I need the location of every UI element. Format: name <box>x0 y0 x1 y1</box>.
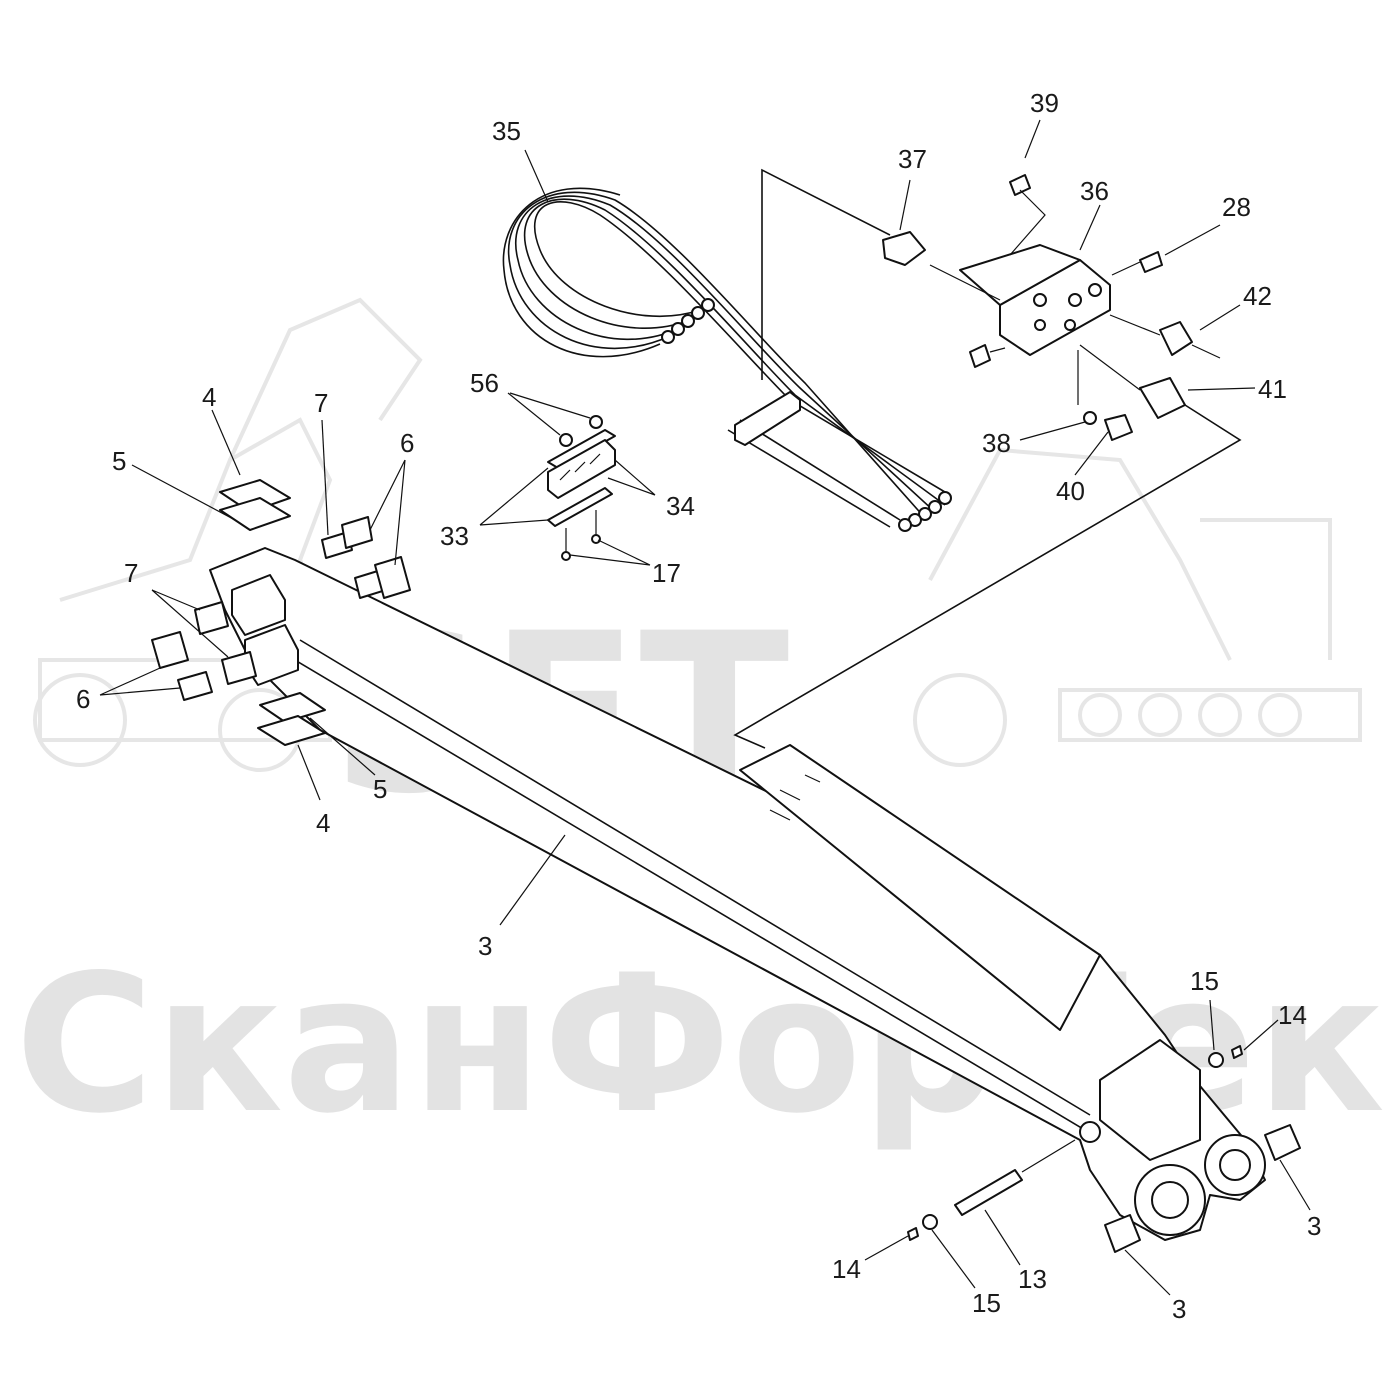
callout-5-top: 5 <box>112 446 126 476</box>
leader-lines <box>99 119 1311 1296</box>
callout-35: 35 <box>492 116 521 146</box>
hose-bundle <box>502 187 952 532</box>
callout-3-bushing-right: 3 <box>1307 1211 1321 1241</box>
callout-41: 41 <box>1258 374 1287 404</box>
watermark-excavator-art <box>33 297 1362 772</box>
callout-4-bottom: 4 <box>316 808 330 838</box>
leader-fitting-to-boom <box>733 404 1242 749</box>
callout-13: 13 <box>1018 1264 1047 1294</box>
callout-6-top: 6 <box>400 428 414 458</box>
callout-28: 28 <box>1222 192 1251 222</box>
callout-15-left: 15 <box>972 1288 1001 1318</box>
manifold-block <box>882 174 1221 441</box>
callout-40: 40 <box>1056 476 1085 506</box>
callout-56: 56 <box>470 368 499 398</box>
callout-17: 17 <box>652 558 681 588</box>
callout-14-left: 14 <box>832 1254 861 1284</box>
callout-5-bottom: 5 <box>373 774 387 804</box>
callout-39: 39 <box>1030 88 1059 118</box>
callout-36: 36 <box>1080 176 1109 206</box>
callout-3-bushing-left: 3 <box>1172 1294 1186 1324</box>
boom-arm <box>209 547 1266 1241</box>
pin-and-bushings <box>907 1045 1301 1253</box>
callout-7-left: 7 <box>124 558 138 588</box>
callout-37: 37 <box>898 144 927 174</box>
callout-15-right: 15 <box>1190 966 1219 996</box>
hose-clamp-assembly <box>547 415 616 561</box>
callout-42: 42 <box>1243 281 1272 311</box>
callout-7-top: 7 <box>314 388 328 418</box>
callout-4-top: 4 <box>202 382 216 412</box>
leader-hose-to-fitting <box>761 168 891 380</box>
callout-38: 38 <box>982 428 1011 458</box>
callout-33: 33 <box>440 521 469 551</box>
callout-14-right: 14 <box>1278 1000 1307 1030</box>
callout-3-boom: 3 <box>478 931 492 961</box>
callout-6-left: 6 <box>76 684 90 714</box>
wear-pads <box>151 479 411 746</box>
callout-34: 34 <box>666 491 695 521</box>
